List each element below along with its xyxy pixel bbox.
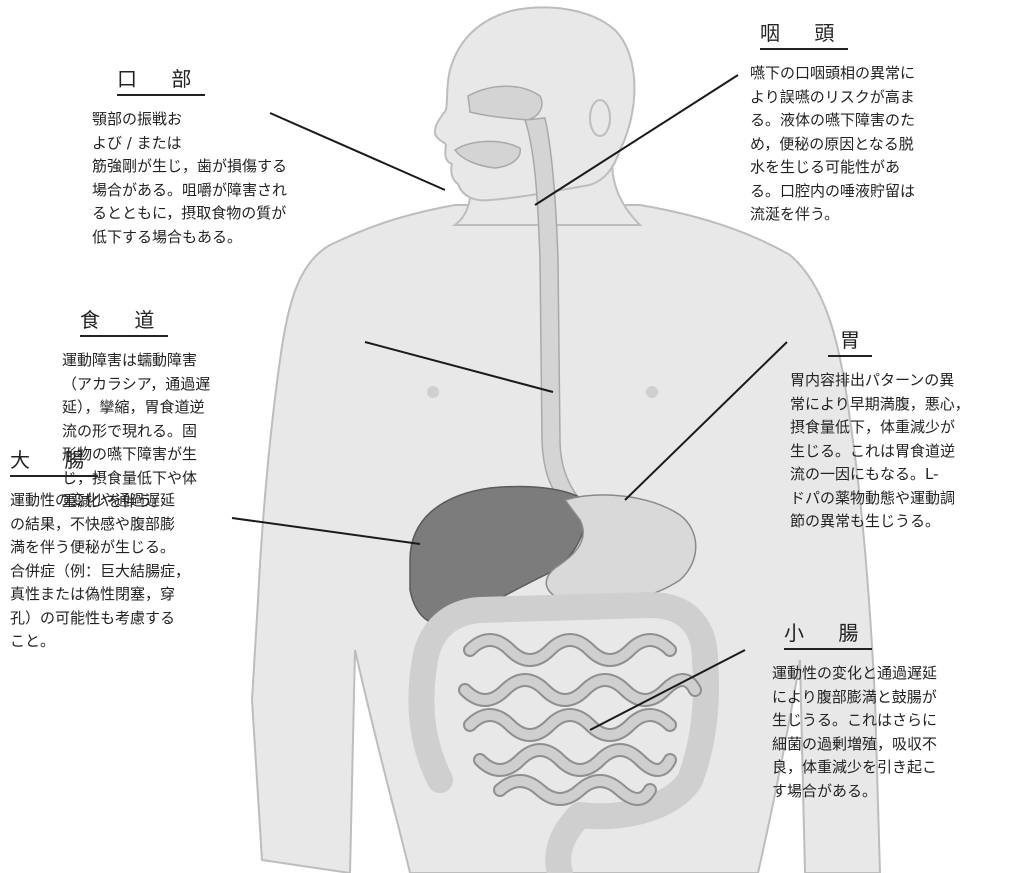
annotation-title-mouth: 口 部: [117, 66, 205, 96]
ear-shape: [590, 100, 610, 136]
annotation-title-large-intestine: 大 腸: [10, 447, 98, 477]
annotation-title-pharynx: 咽 頭: [760, 20, 848, 50]
right-nipple: [646, 386, 658, 398]
annotation-large-intestine: 大 腸 運動性の変化や通過遅延 の結果，不快感や腹部膨 満を伴う便秘が生じる。 …: [10, 447, 240, 654]
annotation-text-pharynx: 嚥下の口咽頭相の異常に より誤嚥のリスクが高ま る。液体の嚥下障害のた め，便秘…: [750, 62, 990, 227]
annotation-small-intestine: 小 腸 運動性の変化と通過遅延 により腹部膨満と鼓腸が 生じうる。これはさらに …: [772, 620, 1012, 803]
annotation-text-mouth: 顎部の振戦お よび / または 筋強剛が生じ，歯が損傷する 場合がある。咀嚼が障…: [92, 108, 302, 249]
annotation-pharynx: 咽 頭 嚥下の口咽頭相の異常に より誤嚥のリスクが高ま る。液体の嚥下障害のた …: [750, 20, 990, 227]
annotation-mouth: 口 部 顎部の振戦お よび / または 筋強剛が生じ，歯が損傷する 場合がある。…: [92, 66, 302, 249]
annotation-text-small-intestine: 運動性の変化と通過遅延 により腹部膨満と鼓腸が 生じうる。これはさらに 細菌の過…: [772, 662, 1012, 803]
annotation-text-stomach: 胃内容排出パターンの異 常により早期満腹，悪心， 摂食量低下，体重減少が 生じる…: [790, 369, 1018, 534]
annotation-title-esophagus: 食 道: [80, 307, 168, 337]
left-nipple: [427, 386, 439, 398]
annotation-title-small-intestine: 小 腸: [784, 620, 872, 650]
annotation-text-large-intestine: 運動性の変化や通過遅延 の結果，不快感や腹部膨 満を伴う便秘が生じる。 合併症（…: [10, 489, 240, 654]
annotation-title-stomach: 胃: [828, 327, 872, 357]
annotation-stomach: 胃 胃内容排出パターンの異 常により早期満腹，悪心， 摂食量低下，体重減少が 生…: [790, 327, 1018, 534]
